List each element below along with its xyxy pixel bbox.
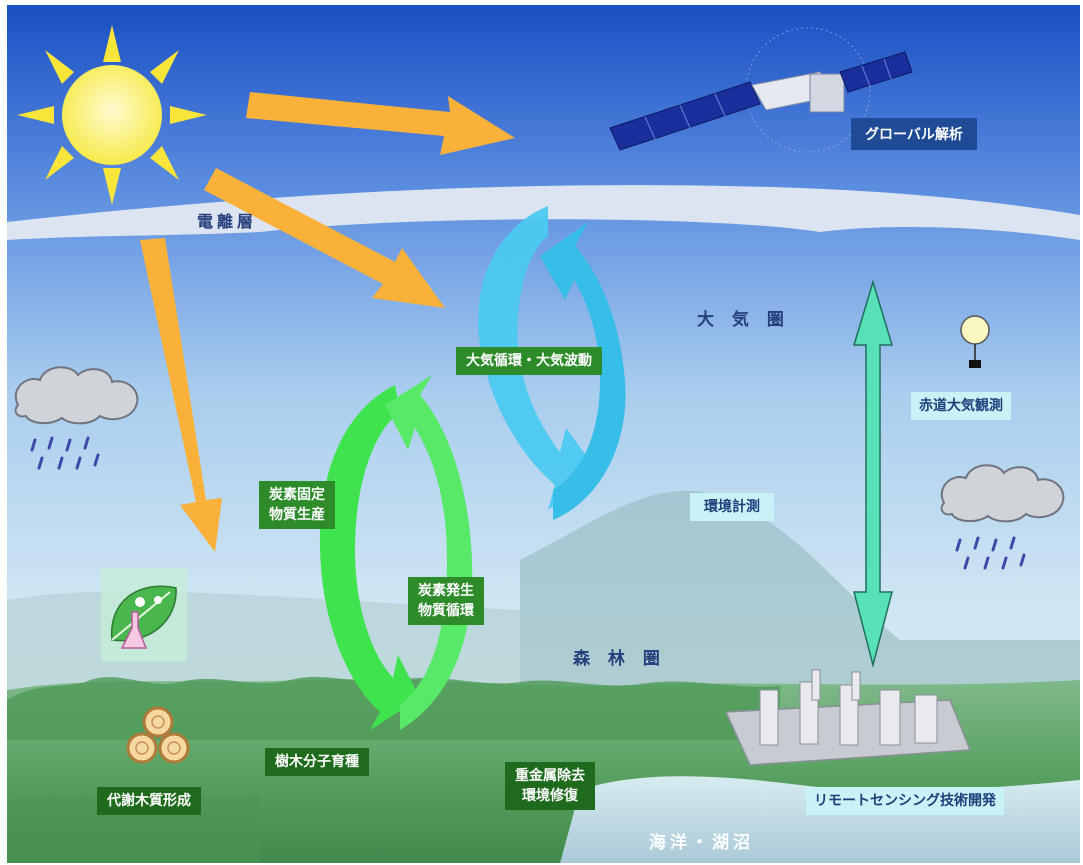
cycle-arrow-down — [478, 206, 598, 510]
log-pile-icon — [126, 706, 190, 764]
heavy-metal-line2: 環境修復 — [522, 788, 578, 804]
remote-sensing-label: リモートセンシング技術開発 — [806, 787, 1004, 815]
environmental-measurement-label: 環境計測 — [690, 493, 774, 521]
cloud-rain-icon — [14, 366, 139, 470]
equatorial-observation-label: 赤道大気観測 — [911, 392, 1011, 420]
carbon-cycle-arrows — [319, 375, 473, 730]
carbon-arrow-up — [385, 375, 473, 730]
cycle-arrow-up — [540, 222, 626, 520]
carbon-emission-line2: 物質循環 — [418, 603, 474, 619]
hills — [520, 490, 1080, 720]
global-analysis-label: グローバル解析 — [851, 118, 977, 150]
ionosphere-label: 電離層 — [197, 212, 258, 231]
satellite-icon — [609, 27, 913, 153]
carbon-fixation-label: 炭素固定 物質生産 — [259, 481, 335, 529]
balloon-icon — [960, 315, 990, 368]
arrow-to-forest — [140, 238, 222, 552]
atmosphere-label: 大 気 圏 — [697, 310, 790, 330]
forest-sphere-label: 森 林 圏 — [573, 649, 666, 669]
tree-breeding-label: 樹木分子育種 — [265, 748, 369, 776]
factory-icon — [724, 669, 972, 766]
carbon-emission-line1: 炭素発生 — [418, 583, 474, 599]
heavy-metal-removal-label: 重金属除去 環境修復 — [505, 762, 595, 810]
wood-formation-label: 代謝木質形成 — [97, 787, 201, 815]
arrow-to-atmosphere — [204, 168, 445, 308]
sun-energy-arrows — [140, 92, 515, 552]
carbon-emission-label: 炭素発生 物質循環 — [408, 577, 484, 625]
sun-icon — [17, 25, 207, 205]
heavy-metal-line1: 重金属除去 — [515, 768, 585, 784]
leaf-flask-icon — [101, 568, 187, 661]
carbon-arrow-down — [319, 385, 420, 730]
carbon-fixation-line2: 物質生産 — [269, 507, 325, 523]
carbon-fixation-line1: 炭素固定 — [269, 487, 325, 503]
arrow-to-satellite — [246, 92, 515, 155]
measurement-double-arrow — [852, 279, 894, 668]
cloud-rain-icon — [940, 464, 1065, 570]
atmospheric-cycle-arrows — [478, 206, 626, 520]
atmospheric-circulation-label: 大気循環・大気波動 — [456, 347, 602, 375]
ocean-lake-label: 海洋・湖沼 — [649, 833, 754, 853]
